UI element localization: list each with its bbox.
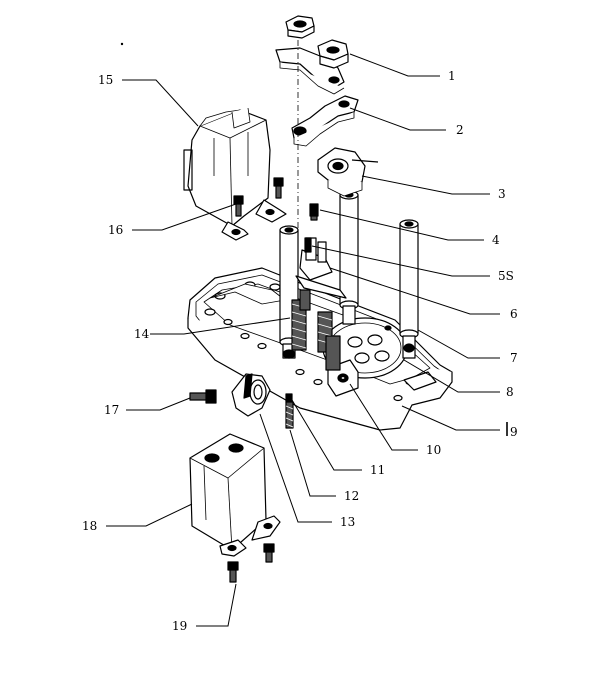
callout-17: 1 — [349, 53, 456, 83]
part-4-pillar-right — [399, 219, 419, 359]
callout-label-10: 12 — [344, 489, 359, 503]
callout-7: 3 — [361, 175, 506, 201]
callout-15: 17 — [104, 397, 191, 417]
callout-3: 13 — [259, 413, 355, 529]
part-16-screw-b — [273, 177, 284, 199]
callout-6: 6 — [329, 267, 518, 321]
callout-label-14: 19 — [172, 619, 187, 633]
part-17-upper-arm — [275, 47, 345, 95]
callout-label-11: 11 — [370, 463, 385, 477]
part-4-pillar-center — [339, 190, 359, 325]
part-12-upper-housing — [183, 107, 287, 241]
callout-label-15: 17 — [104, 403, 119, 417]
callout-label-9: 14 — [134, 327, 150, 341]
callout-19: 5S — [311, 245, 514, 283]
callout-14: 19 — [172, 583, 237, 633]
callout-11: 11 — [291, 399, 385, 477]
callout-8: 2 — [349, 107, 464, 137]
callout-label-16: 16 — [108, 223, 123, 237]
part-8-lever — [291, 95, 359, 147]
callout-label-12: 15 — [98, 73, 113, 87]
callout-label-5S: 8 — [506, 385, 514, 399]
callout-1: 9 — [401, 405, 518, 439]
callout-label-1: 9 — [510, 425, 518, 439]
part-16-screw-a — [233, 195, 244, 217]
stray-dot — [120, 42, 124, 46]
callout-5S: 8 — [403, 359, 514, 399]
callout-label-4: 7 — [510, 351, 518, 365]
part-17-hex-nut-right — [317, 39, 349, 69]
part-7-cam — [317, 147, 379, 197]
callout-label-13: 18 — [82, 519, 97, 533]
part-17-hex-nut-top — [285, 15, 315, 39]
part-10-spring — [285, 401, 294, 429]
callout-12: 15 — [98, 73, 199, 127]
callout-label-8: 2 — [456, 123, 464, 137]
callout-4: 7 — [417, 329, 518, 365]
part-14-screw-b — [227, 561, 239, 583]
part-9-spring-stack — [291, 289, 341, 371]
callout-18: 4 — [319, 209, 500, 247]
part-3-cap — [231, 373, 271, 417]
callout-16: 16 — [108, 203, 237, 237]
callout-label-17: 1 — [448, 69, 456, 83]
callout-2: 10 — [349, 383, 441, 457]
part-15-screw — [189, 389, 217, 404]
callout-label-19: 5S — [498, 269, 514, 283]
part-14-screw-a — [263, 543, 275, 563]
callout-10: 12 — [289, 429, 359, 503]
callout-label-7: 3 — [498, 187, 506, 201]
callout-label-3: 13 — [340, 515, 355, 529]
callout-9: 14 — [134, 317, 291, 341]
callout-13: 18 — [82, 503, 193, 533]
callout-label-18: 4 — [492, 233, 500, 247]
part-11-pin — [285, 393, 293, 403]
part-19-pin — [304, 237, 312, 253]
callout-label-6: 6 — [510, 307, 518, 321]
part-18-set-screw — [309, 203, 319, 221]
part-13-lower-housing — [189, 433, 281, 557]
callout-label-2: 10 — [426, 443, 441, 457]
